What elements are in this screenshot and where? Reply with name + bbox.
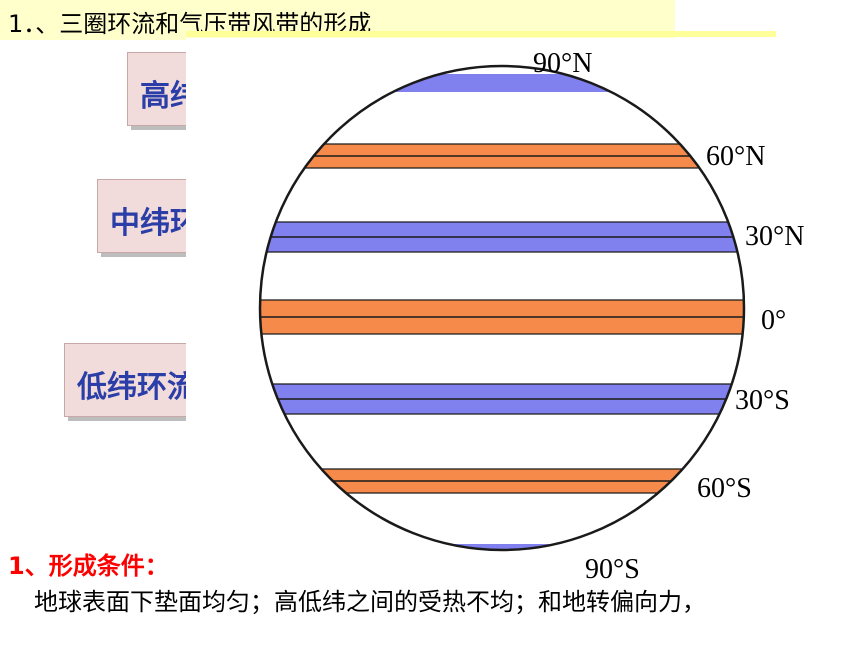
lat-label-60n: 60°N xyxy=(706,141,765,172)
lat-label-30n: 30°N xyxy=(745,221,804,252)
belt-equator xyxy=(260,299,744,335)
conditions-heading: 1、形成条件： xyxy=(8,552,169,580)
lat-label-30s: 30°S xyxy=(735,385,790,416)
belt-60n xyxy=(260,143,744,169)
title-underline xyxy=(186,31,776,37)
lat-label-90n: 90°N xyxy=(533,48,592,79)
globe-outline xyxy=(258,64,746,552)
pressure-belts xyxy=(260,74,744,550)
conditions-text: 地球表面下垫面均匀；高低纬之间的受热不均；和地转偏向力， xyxy=(34,588,706,616)
belt-30s xyxy=(260,383,744,415)
lat-label-equator: 0° xyxy=(761,305,786,336)
low-latitude-cell-text: 低纬环流 xyxy=(77,370,197,405)
belt-30n xyxy=(260,221,744,253)
belt-60s xyxy=(260,468,744,494)
belt-90s xyxy=(260,544,744,550)
lat-label-60s: 60°S xyxy=(697,473,752,504)
belt-90n xyxy=(260,74,744,92)
lat-label-90s: 90°S xyxy=(585,554,640,585)
